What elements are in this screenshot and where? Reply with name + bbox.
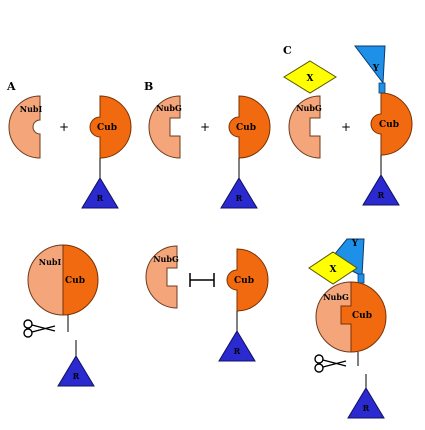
reporter-label: R xyxy=(73,371,80,381)
plus-sign: + xyxy=(200,120,210,134)
ligand-x: X xyxy=(308,251,358,285)
inhibition-symbol xyxy=(189,273,215,287)
ligand-y-label: Y xyxy=(372,64,380,74)
panel-label-b: B xyxy=(144,80,153,93)
plus-sign: + xyxy=(341,120,351,134)
released-reporter: R xyxy=(57,340,95,387)
linker-block xyxy=(357,273,365,284)
panel-label-c: C xyxy=(283,44,292,57)
scissors-icon xyxy=(314,354,347,373)
nubg-label: NubG xyxy=(156,103,182,113)
nubg-label: NubG xyxy=(296,103,322,113)
ligand-y: Y xyxy=(353,45,386,94)
reporter-label: R xyxy=(234,346,241,356)
cub-fragment xyxy=(62,244,99,316)
cub-fragment xyxy=(340,281,387,353)
ligand-y-label: Y xyxy=(351,239,359,249)
nubg-fragment: NubG xyxy=(288,95,322,159)
nubg-label: NubG xyxy=(153,254,179,264)
reporter-label: R xyxy=(236,193,243,203)
ligand-x-label: X xyxy=(330,265,337,275)
nubi-label: NubI xyxy=(20,104,43,114)
cub-fusion-protein: Cub R xyxy=(220,95,271,209)
nubg-fragment: NubG xyxy=(145,245,179,309)
panel-label-a: A xyxy=(6,80,16,93)
cub-fusion-protein: Cub R xyxy=(218,248,269,362)
nubg-fragment: NubG xyxy=(148,95,182,159)
reporter-label: R xyxy=(363,403,370,413)
nubi-fragment: NubI xyxy=(8,95,43,159)
reporter-label: R xyxy=(97,193,104,203)
cub-label: Cub xyxy=(234,276,254,286)
ligand-x-label: X xyxy=(307,74,314,84)
reporter-label: R xyxy=(378,190,385,200)
cub-label: Cub xyxy=(379,120,399,130)
reconstituted-ubiquitin: NubG Cub xyxy=(315,281,387,366)
cub-fusion-protein: Cub R xyxy=(362,92,413,206)
cub-label: Cub xyxy=(236,123,256,133)
reconstituted-ubiquitin: NubI Cub xyxy=(27,244,99,332)
scissors-icon xyxy=(23,319,56,338)
cub-label: Cub xyxy=(352,311,372,321)
cub-label: Cub xyxy=(97,123,117,133)
cub-label: Cub xyxy=(65,276,85,286)
linker-block xyxy=(378,82,386,94)
nubi-label: NubI xyxy=(39,257,62,267)
nubi-fragment xyxy=(27,244,64,316)
cub-fusion-protein: Cub R xyxy=(81,95,132,209)
plus-sign: + xyxy=(59,120,69,134)
released-reporter: R xyxy=(347,374,385,419)
nubg-label: NubG xyxy=(323,292,349,302)
ligand-x: X xyxy=(283,60,337,94)
